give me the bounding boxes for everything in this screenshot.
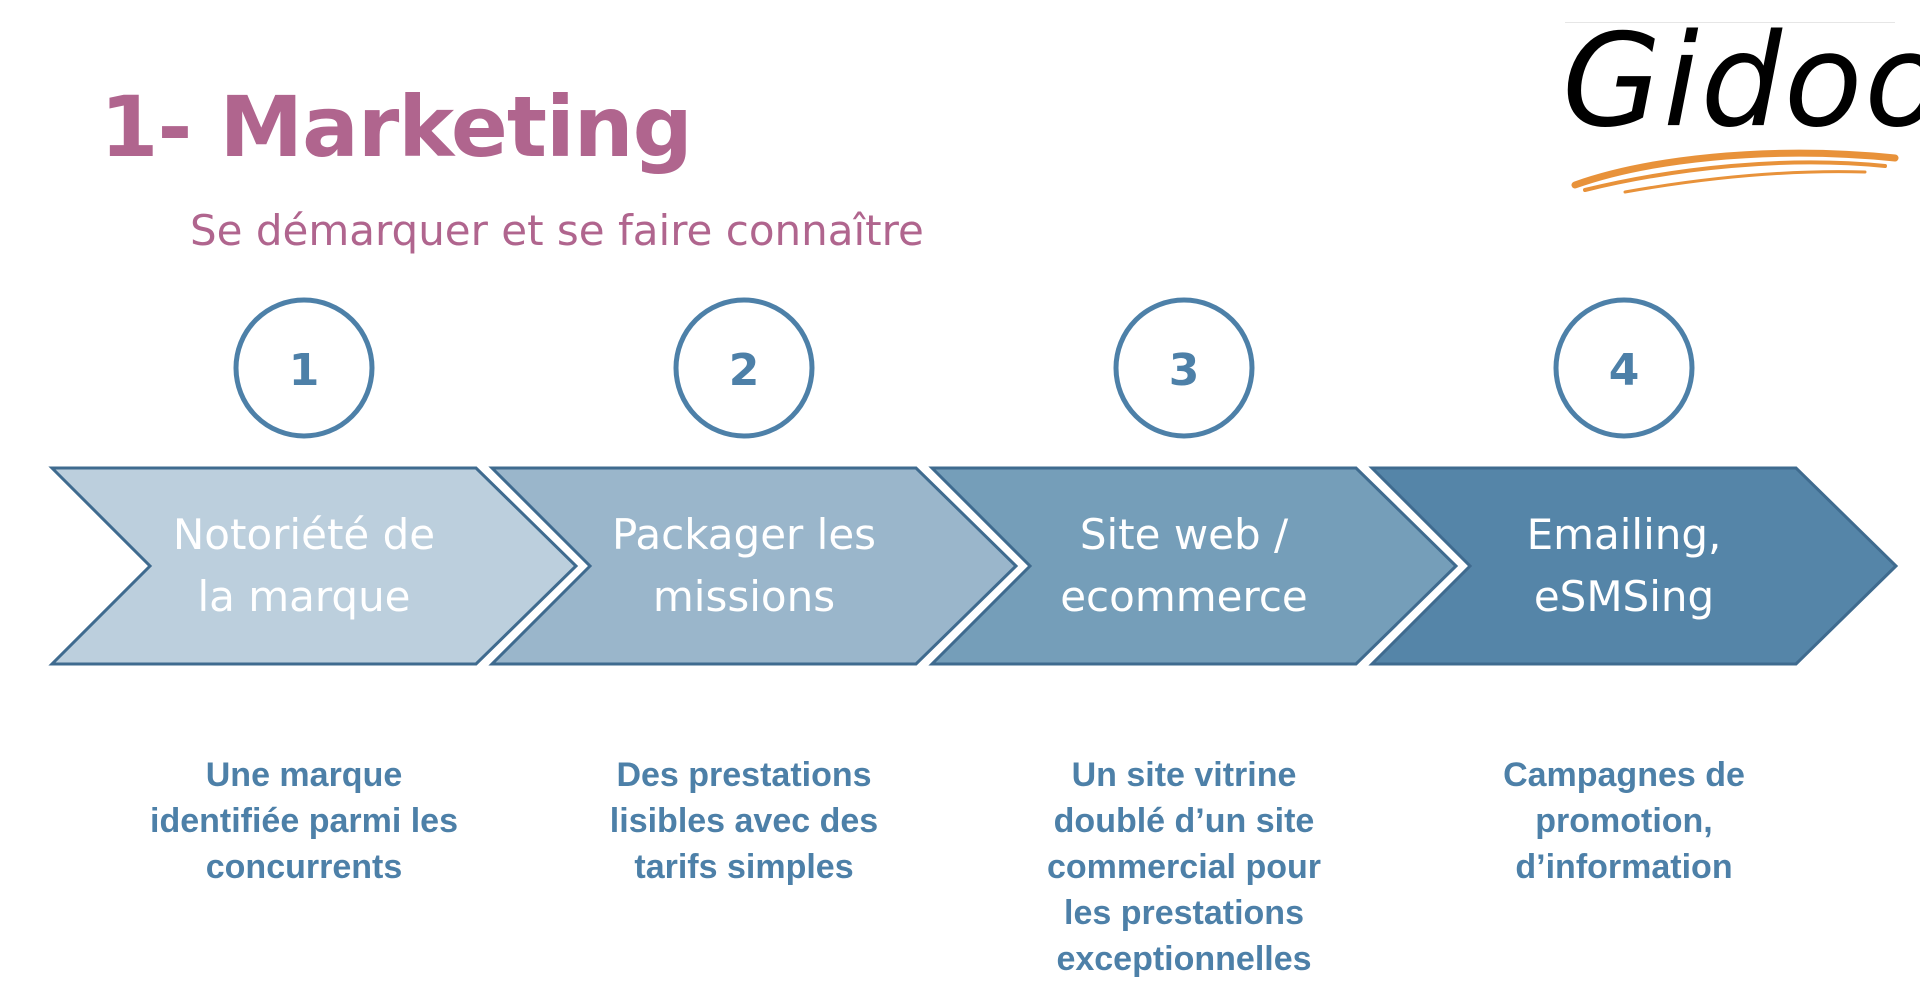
step-circle-1 — [233, 297, 375, 439]
step-number-1: 1 — [289, 345, 320, 396]
chevron-step-4 — [1368, 466, 1899, 666]
chevron-label-line: Packager les — [611, 510, 877, 559]
step-circle-2 — [673, 297, 815, 439]
logo-divider — [1565, 22, 1895, 23]
description-line: Une marque — [205, 756, 403, 794]
step-description-1: Une marque identifiée parmi les concurrent… — [114, 752, 494, 890]
description-line: concurrents — [205, 848, 403, 886]
description-line: Campagnes de — [1503, 756, 1745, 794]
chevron-label-line: eSMSing — [1533, 572, 1715, 621]
chevron-step-2 — [488, 466, 1019, 666]
chevron-label-2: Packager les missions — [554, 504, 934, 628]
description-line: tarifs simples — [634, 848, 854, 886]
step-description-3: Un site vitrine doublé d’un site commercia… — [994, 752, 1374, 982]
slide-title: 1- Marketing — [100, 78, 693, 176]
chevron-label-line: ecommerce — [1060, 572, 1308, 621]
description-line: promotion, — [1535, 802, 1713, 840]
chevron-label-4: Emailing, eSMSing — [1434, 504, 1814, 628]
description-line: doublé d’un site — [1053, 802, 1315, 840]
slide-subtitle: Se démarquer et se faire connaître — [190, 206, 924, 255]
step-description-2: Des prestations lisibles avec des tarifs s… — [554, 752, 934, 890]
chevron-step-1 — [48, 466, 579, 666]
description-line: d’information — [1515, 848, 1733, 886]
logo-swoosh-icon — [1571, 149, 1899, 194]
chevron-label-line: Site web / — [1079, 510, 1289, 559]
description-line: lisibles avec des — [609, 802, 879, 840]
step-circle-4 — [1553, 297, 1695, 439]
chevron-label-1: Notoriété de la marque — [114, 504, 494, 628]
step-circle-3 — [1113, 297, 1255, 439]
description-line: Des prestations — [616, 756, 872, 794]
step-number-4: 4 — [1609, 345, 1640, 396]
description-line: exceptionnelles — [1056, 940, 1312, 978]
description-line: Un site vitrine — [1071, 756, 1297, 794]
chevron-label-3: Site web / ecommerce — [994, 504, 1374, 628]
chevron-label-line: la marque — [197, 572, 411, 621]
gidoo-logo: Gidoo — [1562, 7, 1920, 156]
chevron-label-line: missions — [652, 572, 836, 621]
chevron-label-line: Emailing, — [1526, 510, 1722, 559]
step-description-4: Campagnes de promotion, d’information — [1434, 752, 1814, 890]
description-line: commercial pour — [1047, 848, 1321, 886]
description-line: les prestations — [1064, 894, 1304, 932]
description-line: identifiée parmi les — [150, 802, 458, 840]
step-number-3: 3 — [1169, 345, 1200, 396]
chevron-label-line: Notoriété de — [172, 510, 436, 559]
step-number-2: 2 — [729, 345, 760, 396]
chevron-step-3 — [928, 466, 1459, 666]
